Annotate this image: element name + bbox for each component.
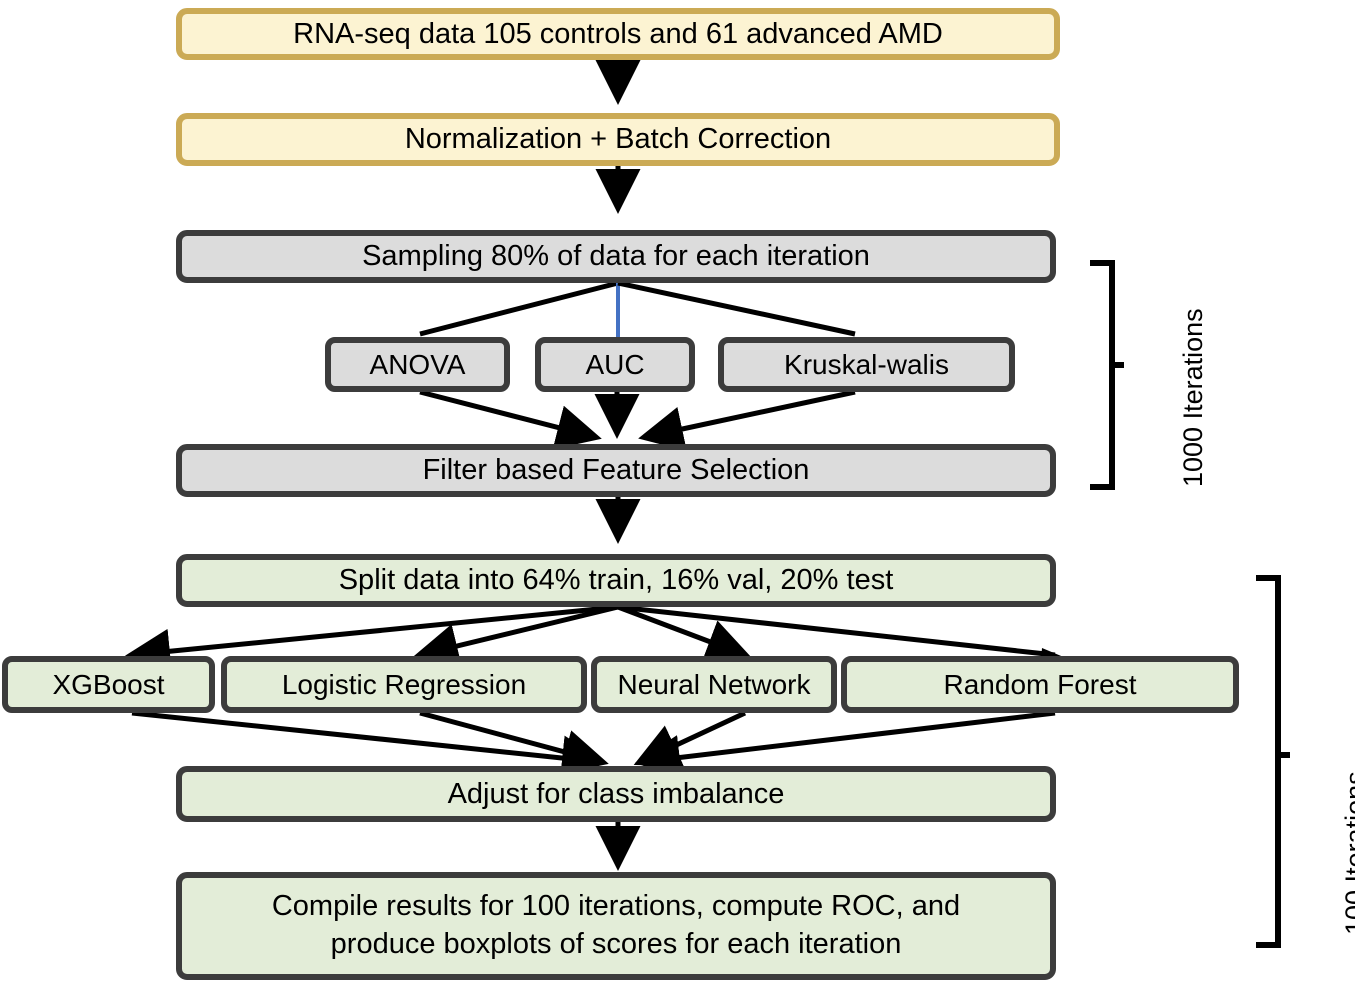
bracket-label-1000-iterations-text: 1000 Iterations <box>1178 308 1208 487</box>
bracket-label-100-iterations-text: 100 Iterations <box>1340 771 1355 935</box>
node-feature-selection[interactable]: Filter based Feature Selection <box>176 444 1056 497</box>
node-test-auc[interactable]: AUC <box>535 337 695 392</box>
edge-logistic-to-class-imbalance <box>419 710 609 774</box>
node-sampling-label: Sampling 80% of data for each iteration <box>362 240 870 273</box>
node-model-logistic-label: Logistic Regression <box>281 668 527 700</box>
edge-sampling-to-anova <box>419 280 619 337</box>
node-preprocessing-label: Normalization + Batch Correction <box>404 123 832 156</box>
node-model-random-forest[interactable]: Random Forest <box>841 656 1239 713</box>
edge-split-to-neural <box>617 604 752 663</box>
node-test-kruskal-label: Kruskal-walis <box>784 348 949 380</box>
node-class-imbalance-label: Adjust for class imbalance <box>447 777 785 810</box>
edge-random-forest-to-class-imbalance <box>635 710 1056 780</box>
node-compile-results-line1: Compile results for 100 iterations, comp… <box>271 890 961 923</box>
node-preprocessing[interactable]: Normalization + Batch Correction <box>176 113 1060 166</box>
node-model-logistic[interactable]: Logistic Regression <box>221 656 587 713</box>
node-class-imbalance[interactable]: Adjust for class imbalance <box>176 766 1056 822</box>
node-model-neural[interactable]: Neural Network <box>591 656 837 713</box>
edge-sampling-to-kruskal <box>617 280 856 337</box>
node-model-xgboost-label: XGBoost <box>52 668 165 700</box>
node-compile-results-line2: produce boxplots of scores for each iter… <box>330 928 902 960</box>
node-test-auc-label: AUC <box>585 348 645 380</box>
node-test-anova-label: ANOVA <box>369 348 466 380</box>
edge-anova-to-feature-selection <box>419 389 602 450</box>
node-test-kruskal[interactable]: Kruskal-walis <box>718 337 1015 392</box>
node-model-xgboost[interactable]: XGBoost <box>2 656 215 713</box>
node-test-anova[interactable]: ANOVA <box>325 337 510 392</box>
node-compile-results[interactable]: Compile results for 100 iterations, comp… <box>176 872 1056 980</box>
edge-split-to-xgboost <box>125 604 619 674</box>
bracket-label-100-iterations: 100 Iterations <box>1340 771 1355 935</box>
bracket-1000-iterations <box>1090 260 1124 490</box>
edge-split-to-logistic <box>413 604 619 668</box>
node-model-neural-label: Neural Network <box>617 668 811 700</box>
bracket-100-iterations <box>1256 575 1290 948</box>
edge-xgboost-to-class-imbalance <box>131 710 607 781</box>
node-feature-selection-label: Filter based Feature Selection <box>422 454 810 487</box>
node-data-source[interactable]: RNA-seq data 105 controls and 61 advance… <box>176 8 1060 60</box>
node-split-data-label: Split data into 64% train, 16% val, 20% … <box>338 564 894 597</box>
node-data-source-label: RNA-seq data 105 controls and 61 advance… <box>293 17 943 50</box>
node-model-random-forest-label: Random Forest <box>943 668 1137 700</box>
bracket-label-1000-iterations: 1000 Iterations <box>1178 308 1209 487</box>
node-split-data[interactable]: Split data into 64% train, 16% val, 20% … <box>176 554 1056 607</box>
node-sampling[interactable]: Sampling 80% of data for each iteration <box>176 230 1056 283</box>
edge-kruskal-to-feature-selection <box>638 389 856 452</box>
edge-neural-to-class-imbalance <box>633 710 747 767</box>
